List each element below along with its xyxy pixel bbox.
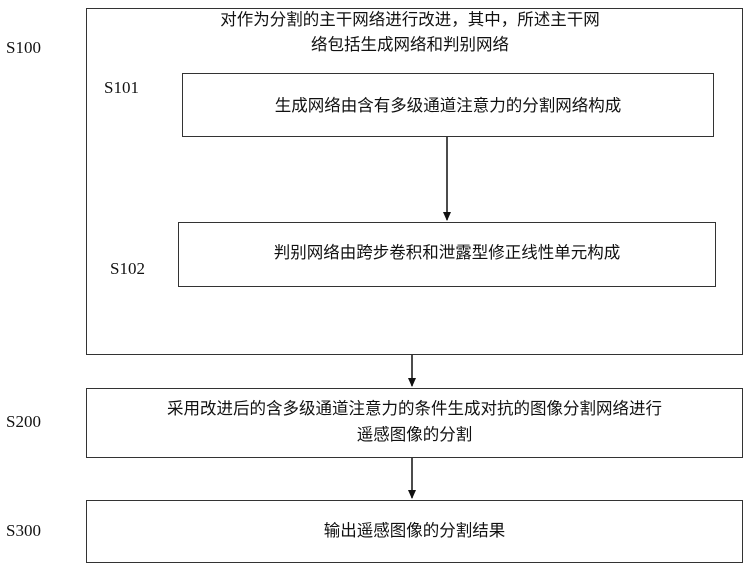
flow-arrows [0,0,749,570]
